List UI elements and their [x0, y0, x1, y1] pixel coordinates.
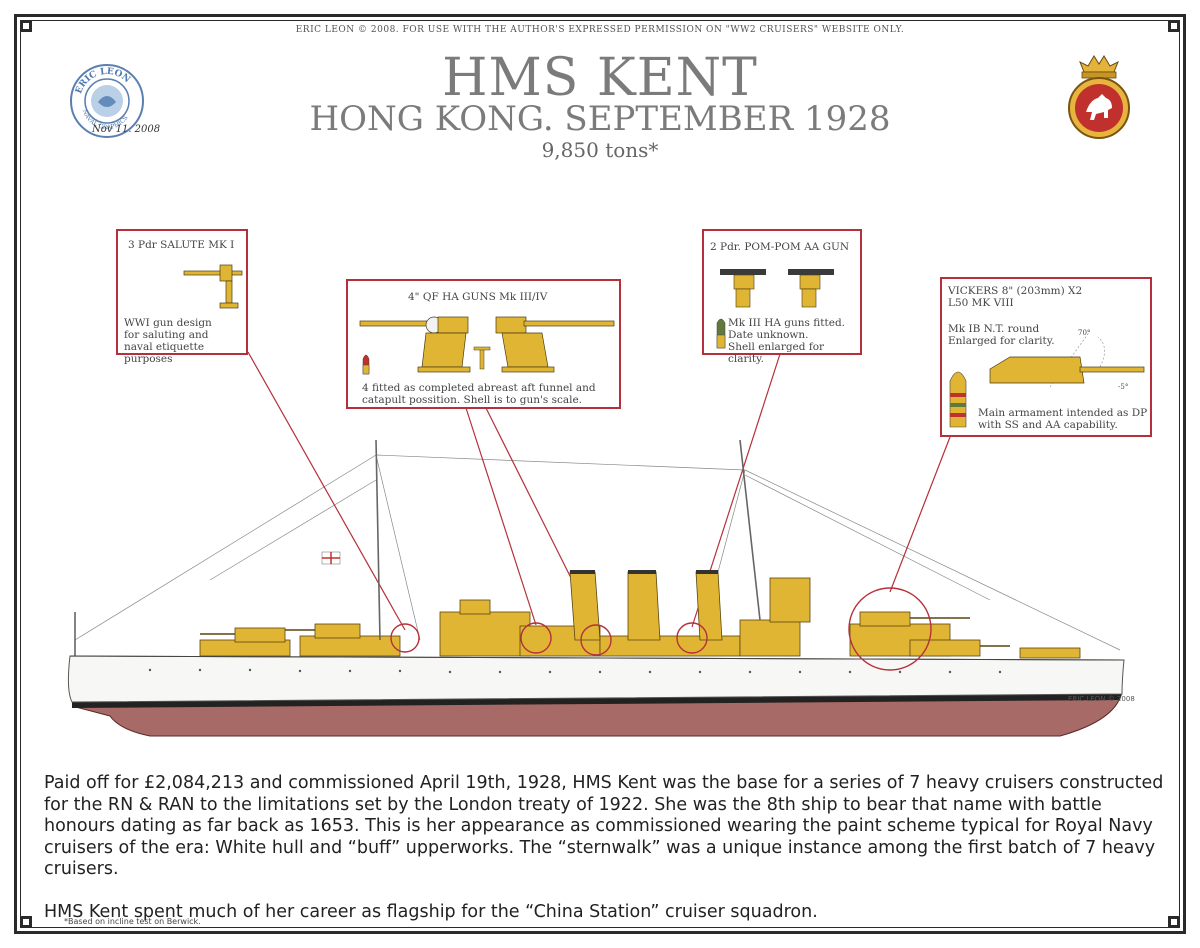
callout-salute-note: WWI gun design for saluting and naval et… — [124, 317, 212, 365]
callout-salute-heading: 3 Pdr SALUTE MK I — [128, 239, 235, 251]
callout-pompom: 2 Pdr. POM-POM AA GUN Mk III HA guns fit… — [702, 229, 862, 365]
copyright-notice: ERIC LEON © 2008. FOR USE WITH THE AUTHO… — [295, 25, 905, 35]
callout-vickers-note: Main armament intended as DP with SS and… — [978, 407, 1148, 431]
callout-salute-gun: 3 Pdr SALUTE MK I WWI gun design for sal… — [116, 229, 248, 365]
pompom-gun-icon — [720, 269, 834, 308]
inner-frame — [20, 20, 1180, 928]
description-paragraph-2: HMS Kent spent much of her career as fla… — [44, 901, 818, 922]
callout-vickers-heading: VICKERS 8" (203mm) X2 L50 MK VIII — [948, 285, 1083, 309]
description: Paid off for £2,084,213 and commissioned… — [44, 773, 1164, 944]
stamp-date: Nov 11. 2008 — [92, 124, 161, 135]
callout-pompom-note: Mk III HA guns fitted. Date unknown. She… — [728, 317, 845, 365]
footnote: *Based on incline test on Berwick. — [64, 917, 201, 926]
tonnage: 9,850 tons* — [541, 138, 659, 162]
ship-signature: ERIC LEON © 2008 — [1068, 695, 1135, 703]
callout-pompom-heading: 2 Pdr. POM-POM AA GUN — [710, 241, 850, 253]
svg-text:-5°: -5° — [1118, 383, 1128, 391]
ship-crest-icon — [1068, 55, 1130, 139]
callout-ha-guns-heading: 4" QF HA GUNS Mk III/IV — [408, 291, 548, 303]
pompom-shell-icon — [716, 318, 726, 349]
description-paragraph-1: Paid off for £2,084,213 and commissioned… — [44, 773, 1164, 879]
eric-leon-stamp-logo: ERIC LEON NAVAL GRAPHICS — [70, 64, 144, 138]
frame-corner-bottom-right — [1168, 916, 1180, 928]
salute-gun-icon — [183, 264, 243, 309]
callout-vickers-round: Mk IB N.T. round Enlarged for clarity. — [948, 323, 1055, 347]
frame-corner-top-left — [20, 20, 32, 32]
vickers-shell-icon — [949, 371, 967, 428]
page-title: HMS KENT — [442, 48, 758, 108]
frame-corner-top-right — [1168, 20, 1180, 32]
svg-text:70°: 70° — [1078, 329, 1090, 337]
callout-ha-guns-note: 4 fitted as completed abreast aft funnel… — [362, 382, 596, 406]
frame-corner-bottom-left — [20, 916, 32, 928]
shell-icon — [362, 354, 370, 375]
vickers-turret-icon: 70° -5° — [989, 329, 1145, 391]
callout-ha-guns: 4" QF HA GUNS Mk III/IV 4 fitted as comp… — [346, 279, 621, 409]
callout-vickers-8in: VICKERS 8" (203mm) X2 L50 MK VIII Mk IB … — [940, 277, 1152, 437]
outer-frame — [14, 14, 1186, 934]
ha-guns-icon — [359, 316, 615, 373]
page-subtitle: HONG KONG. SEPTEMBER 1928 — [309, 99, 891, 139]
